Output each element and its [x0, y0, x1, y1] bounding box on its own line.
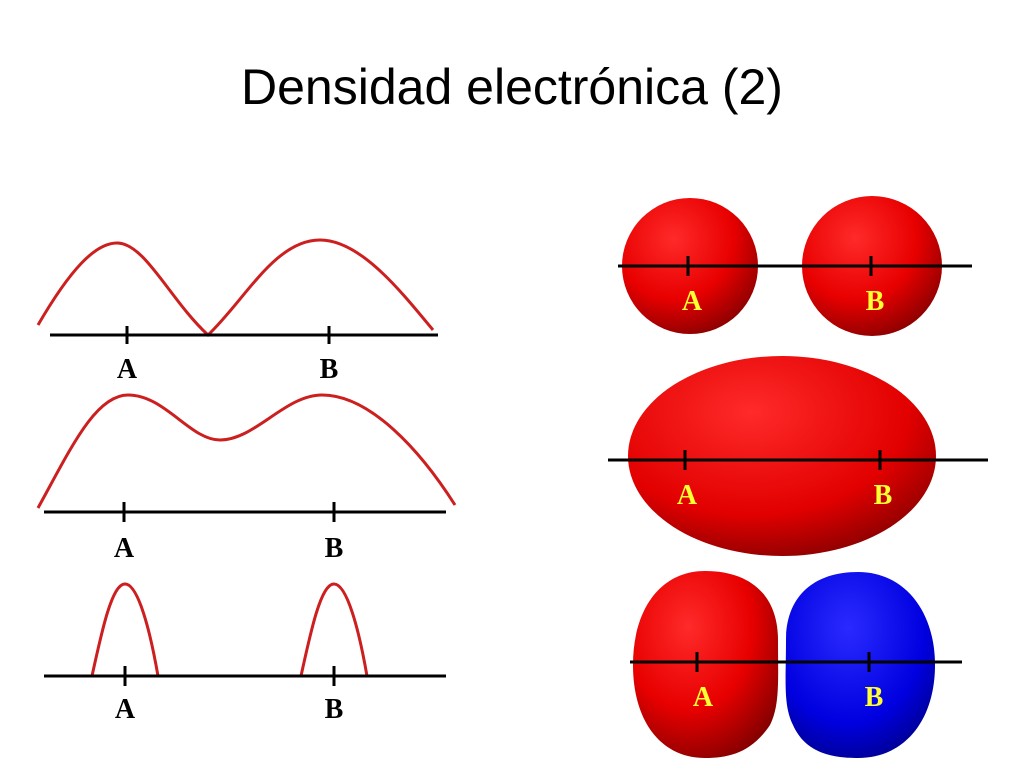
label-b: B — [325, 694, 344, 725]
label-a: A — [677, 480, 698, 511]
orbital-separated-atoms: A B — [618, 196, 972, 336]
density-curve — [36, 393, 457, 509]
label-a: A — [682, 286, 703, 317]
label-a: A — [117, 354, 138, 385]
orbital-bonding: A B — [608, 356, 988, 556]
density-curve-a — [90, 582, 160, 677]
slide-title: Densidad electrónica (2) — [241, 59, 783, 115]
negative-phase-lobe — [785, 572, 935, 758]
orbital-antibonding: A B — [630, 571, 962, 758]
positive-phase-lobe — [633, 571, 779, 758]
label-a: A — [114, 533, 135, 564]
label-b: B — [325, 533, 344, 564]
density-plot-separated: A B — [36, 238, 438, 385]
label-a: A — [115, 694, 136, 725]
label-a: A — [693, 682, 714, 713]
density-curve-b — [299, 582, 369, 677]
density-plot-antibonding: A B — [44, 582, 446, 725]
label-b: B — [865, 682, 884, 713]
density-curve — [36, 238, 435, 338]
label-b: B — [874, 480, 893, 511]
label-b: B — [866, 286, 885, 317]
bonding-orbital-lobe — [628, 356, 936, 556]
density-plot-bonding: A B — [36, 393, 457, 564]
label-b: B — [320, 354, 339, 385]
